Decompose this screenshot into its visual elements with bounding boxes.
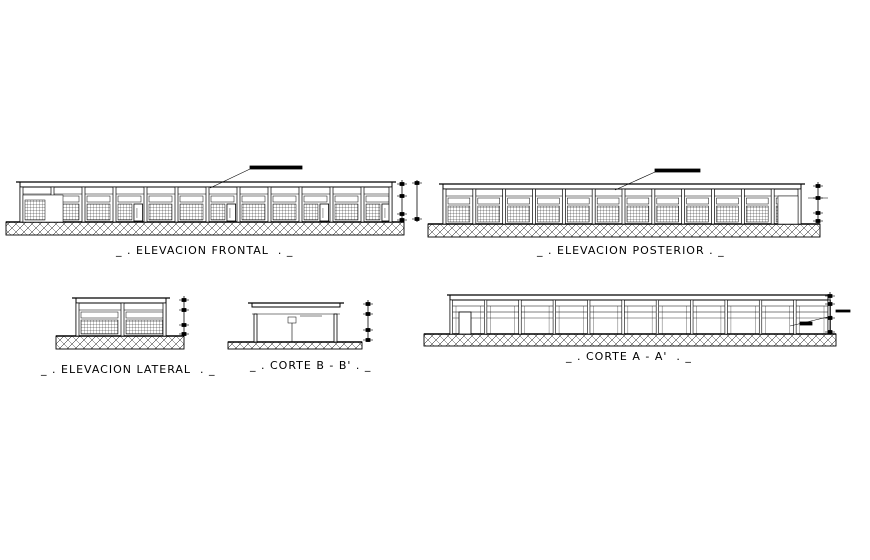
- bay: [205, 186, 237, 223]
- dimension-marks: [813, 182, 823, 224]
- bay: [81, 186, 111, 223]
- bay: [112, 186, 144, 223]
- bay: [267, 186, 297, 223]
- bay: [75, 302, 119, 337]
- bay: [740, 188, 769, 225]
- dimension-marks: [179, 296, 189, 336]
- bay: [329, 186, 359, 223]
- bay: [174, 186, 204, 223]
- ground-slab: [227, 341, 363, 350]
- bay: [236, 186, 266, 223]
- section-b-drawing: [227, 300, 373, 350]
- bay: [591, 188, 620, 225]
- section-a-title: _ . CORTE A - A' . _: [566, 350, 692, 363]
- leader-note: [614, 168, 701, 191]
- ground-slab: [55, 335, 185, 350]
- section-frame: [447, 294, 833, 335]
- leader-note: [209, 165, 303, 189]
- side-elevation-title: _ . ELEVACION LATERAL . _: [41, 363, 216, 376]
- bay: [442, 188, 471, 225]
- side-elevation-drawing: [55, 296, 189, 350]
- section-frame: [248, 302, 344, 343]
- bay: [502, 188, 530, 225]
- bay: [143, 186, 173, 223]
- bay: [651, 188, 679, 225]
- bay: [681, 188, 709, 225]
- bay: [120, 302, 164, 337]
- dimension-marks: [825, 292, 835, 334]
- bay: [621, 188, 650, 225]
- ground-slab: [427, 223, 821, 238]
- rear-elevation-drawing: [427, 168, 828, 238]
- front-elevation-title: _ . ELEVACION FRONTAL . _: [116, 244, 294, 257]
- ground-slab: [423, 333, 837, 347]
- rear-elevation-title: _ . ELEVACION POSTERIOR . _: [537, 244, 725, 257]
- dimension-marks: [412, 180, 422, 222]
- bay: [561, 188, 590, 225]
- bay: [532, 188, 560, 225]
- front-elevation-drawing: [5, 165, 422, 236]
- bay: [472, 188, 500, 225]
- bay: [711, 188, 739, 225]
- bay: [298, 186, 330, 223]
- dimension-marks: [397, 180, 407, 222]
- dimension-marks: [363, 300, 373, 342]
- section-a-drawing: [423, 292, 851, 347]
- ground-slab: [5, 221, 405, 236]
- bay: [360, 186, 392, 223]
- section-b-title: _ . CORTE B - B' . _: [250, 359, 372, 372]
